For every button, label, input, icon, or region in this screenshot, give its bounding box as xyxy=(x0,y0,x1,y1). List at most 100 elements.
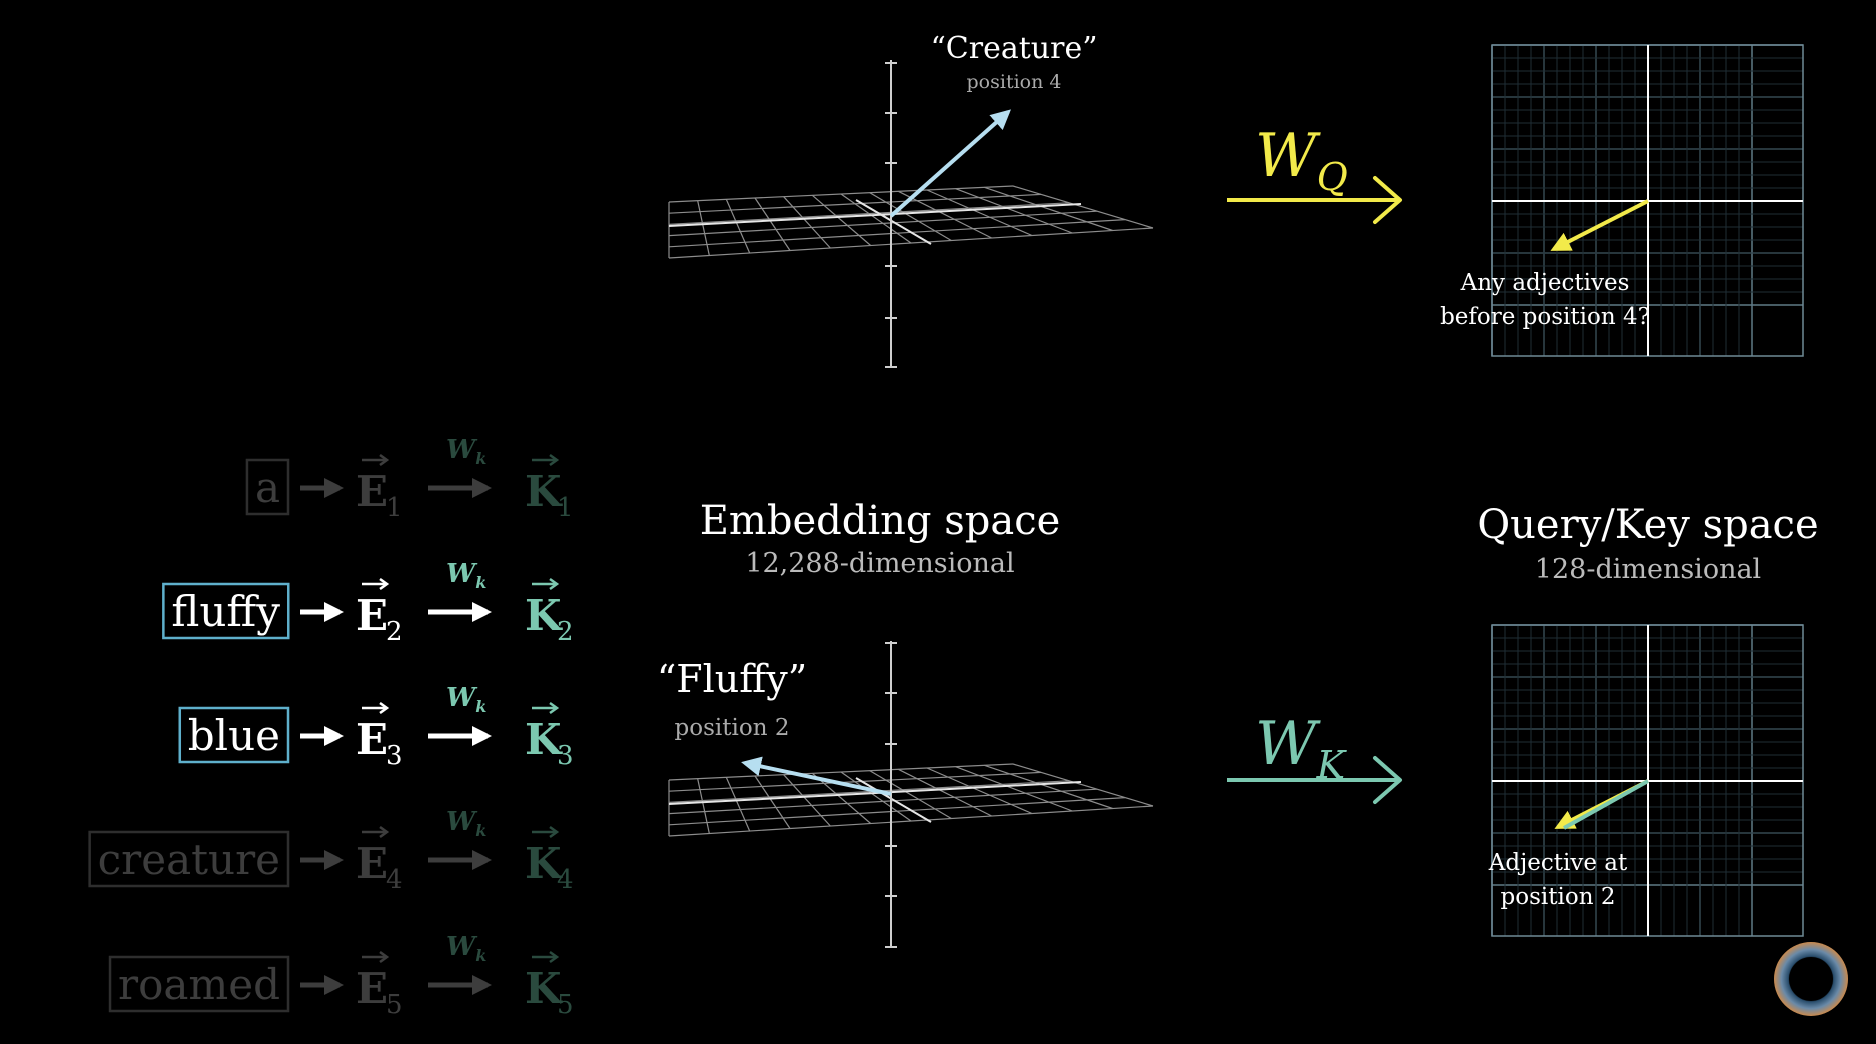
key-note-line1: Adjective at xyxy=(1488,850,1628,876)
wq-label: WQ xyxy=(1255,121,1348,199)
query-key-space-title: Query/Key space xyxy=(1477,502,1818,548)
grid-line xyxy=(984,186,1113,232)
grid-line xyxy=(668,771,1042,792)
top-axis-ticks xyxy=(885,62,897,368)
key-letter: K xyxy=(525,591,563,640)
query-note-line1: Any adjectives xyxy=(1460,270,1630,296)
plane-axis xyxy=(855,777,932,823)
grid-line xyxy=(898,190,992,239)
grid-line xyxy=(783,774,831,827)
embedding-vector-symbol: E5 xyxy=(356,950,403,1020)
fluffy-position-label: position 2 xyxy=(675,715,790,741)
bottom-3d-grid xyxy=(668,763,1154,837)
key-letter: K xyxy=(525,467,563,516)
grid-line xyxy=(668,780,1070,803)
top-3d-grid xyxy=(668,185,1154,259)
grid-line xyxy=(725,777,751,832)
grid-line xyxy=(898,768,992,817)
grid-line xyxy=(811,194,872,246)
key-vector-symbol: K1 xyxy=(525,453,574,523)
fluffy-vector xyxy=(741,756,892,796)
vector-arrow-mark xyxy=(549,950,560,964)
vector-arrow-mark xyxy=(379,950,390,964)
embedding-vector-symbol: E1 xyxy=(356,453,403,523)
grid-line xyxy=(926,767,1033,815)
token-word: fluffy xyxy=(171,587,280,636)
embedding-vector-symbol: E2 xyxy=(356,577,403,647)
key-letter: K xyxy=(525,964,563,1013)
key-index: 3 xyxy=(557,741,574,771)
creature-position-label: position 4 xyxy=(967,71,1062,93)
query-note-line2: before position 4? xyxy=(1440,304,1650,330)
grid-line xyxy=(869,192,952,242)
grid-line xyxy=(668,227,1154,259)
grid-line xyxy=(984,764,1113,810)
token-box xyxy=(178,706,290,764)
grid-line xyxy=(668,185,1014,203)
embedding-letter: E xyxy=(356,591,388,640)
key-index: 5 xyxy=(557,990,574,1020)
embedding-index: 1 xyxy=(386,493,403,523)
wq-arrow-head xyxy=(1373,176,1402,224)
embedding-space-subtitle: 12,288-dimensional xyxy=(745,548,1014,579)
embedding-letter: E xyxy=(356,839,388,888)
key-vector-symbol: K3 xyxy=(525,701,574,771)
token-word: blue xyxy=(188,711,280,760)
key-space-grid: Adjective at position 2 xyxy=(1488,624,1804,937)
query-key-space-subtitle: 128-dimensional xyxy=(1535,554,1761,585)
grid-line xyxy=(668,210,1098,237)
wk-small-label: Wk xyxy=(446,807,486,840)
token-word: a xyxy=(255,463,280,512)
embedding-space-title: Embedding space xyxy=(700,498,1061,544)
grid-line xyxy=(668,219,1126,248)
query-grid-lines xyxy=(1491,44,1804,357)
key-vector-symbol: K5 xyxy=(525,950,574,1020)
key-letter: K xyxy=(525,715,563,764)
vector-arrow-mark xyxy=(549,701,560,715)
grid-line xyxy=(1012,185,1154,229)
token-box xyxy=(162,582,290,640)
plane-axis xyxy=(855,199,932,245)
wk-small-label: Wk xyxy=(446,932,486,965)
grid-line xyxy=(697,778,710,834)
grid-line xyxy=(668,763,1014,781)
key-grid-lines xyxy=(1491,624,1804,937)
vector-arrow-mark xyxy=(549,577,560,591)
key-vector-symbol: K4 xyxy=(525,825,574,895)
query-vector xyxy=(1550,199,1649,251)
wk-small-label: Wk xyxy=(446,435,486,468)
embedding-index: 4 xyxy=(386,865,403,895)
vector-arrow-mark xyxy=(379,453,390,467)
grid-line xyxy=(926,189,1033,237)
key-vector-symbol: K2 xyxy=(525,577,574,647)
grid-line xyxy=(754,775,791,829)
key-note-line2: position 2 xyxy=(1501,884,1616,910)
vector-arrow-mark xyxy=(549,825,560,839)
vector-arrow-mark xyxy=(379,825,390,839)
wk-transform: WK xyxy=(1227,709,1402,804)
plane-axis xyxy=(668,203,1082,227)
wk-small-label: Wk xyxy=(446,559,486,592)
embedding-vector-symbol: E3 xyxy=(356,701,403,771)
wq-transform: WQ xyxy=(1227,121,1402,224)
grid-line xyxy=(725,199,751,254)
top-embedding-plot: “Creature” position 4 xyxy=(668,31,1154,368)
token-box xyxy=(245,458,290,516)
grid-line xyxy=(668,797,1126,826)
query-space-grid: Any adjectives before position 4? xyxy=(1440,44,1804,357)
embedding-letter: E xyxy=(356,467,388,516)
key-vector-blue xyxy=(1563,779,1649,830)
grid-line xyxy=(840,193,912,244)
key-index: 2 xyxy=(557,617,574,647)
grid-line xyxy=(668,202,1070,225)
creature-vector xyxy=(889,109,1011,218)
bottom-embedding-plot: “Fluffy” position 2 xyxy=(657,641,1154,948)
embedding-letter: E xyxy=(356,715,388,764)
grid-line xyxy=(697,200,710,256)
